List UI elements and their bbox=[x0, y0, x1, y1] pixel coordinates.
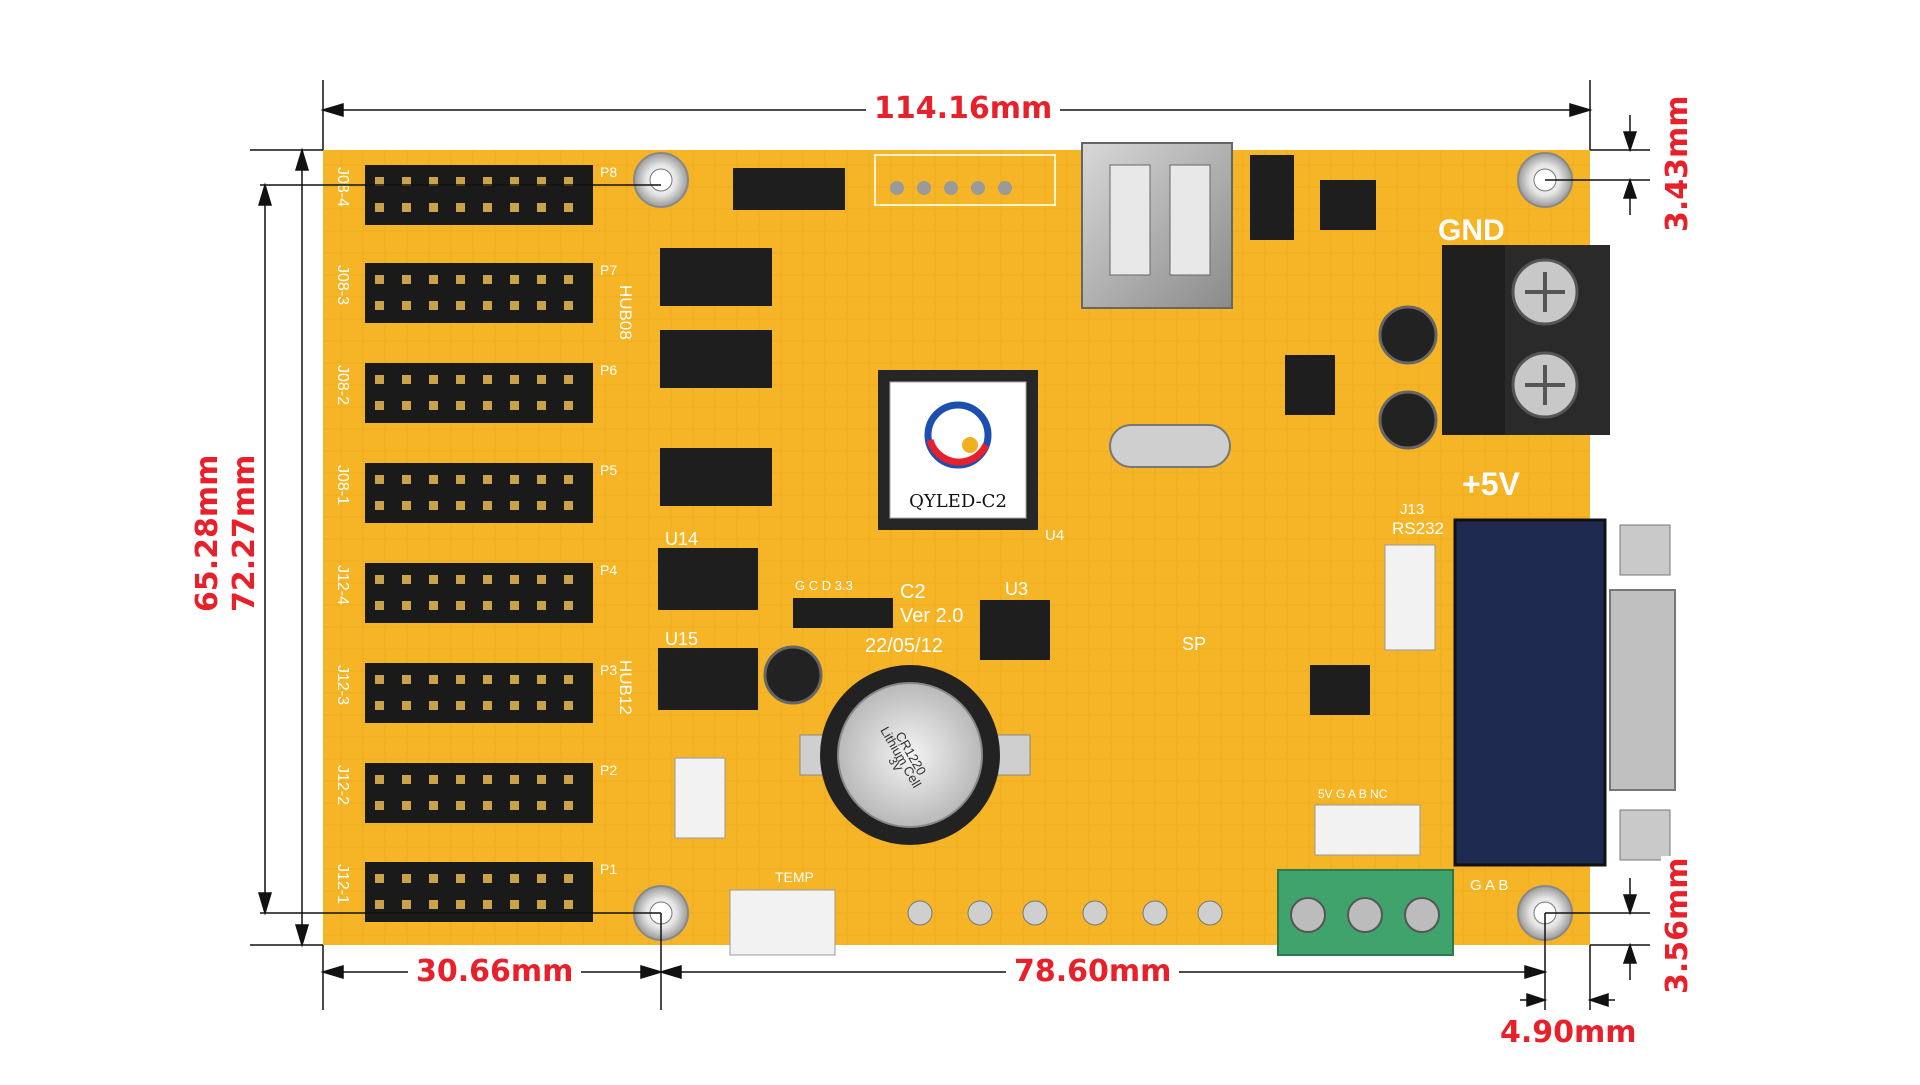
side-label: J08-2 bbox=[334, 365, 351, 405]
battery-holder bbox=[799, 665, 1031, 845]
label-gab: G A B bbox=[1470, 877, 1508, 894]
crystal bbox=[1109, 424, 1231, 468]
pin-header-p4 bbox=[365, 563, 593, 623]
dim-hole-spacing-height: 65.28mm bbox=[190, 455, 225, 620]
rs232-connector bbox=[1384, 544, 1436, 651]
header-labels: P8J08-4P7J08-3P6J08-2P5J08-1P4J12-4P3J12… bbox=[334, 164, 617, 904]
jumper-pads bbox=[907, 900, 1223, 926]
header-label: P5 bbox=[600, 462, 617, 478]
pin-header-p8 bbox=[365, 165, 593, 225]
header-label: P2 bbox=[600, 762, 617, 778]
pin-header-p1 bbox=[365, 862, 593, 922]
pin-header-p2 bbox=[365, 763, 593, 823]
side-label: J12-4 bbox=[334, 565, 351, 605]
green-terminal bbox=[1277, 869, 1454, 956]
header-label: P6 bbox=[600, 362, 617, 378]
label-version-c2: C2 bbox=[900, 581, 926, 603]
header-label: P1 bbox=[600, 861, 617, 877]
pin-header-p6 bbox=[365, 363, 593, 423]
label-hub08: HUB08 bbox=[616, 285, 635, 340]
side-label: J08-3 bbox=[334, 265, 351, 305]
side-label: J12-3 bbox=[334, 665, 351, 705]
header-j12 bbox=[674, 757, 726, 839]
dim-right-hole-offset: 4.90mm bbox=[1492, 1016, 1645, 1050]
label-u15: U15 bbox=[665, 629, 698, 649]
label-gnd: GND bbox=[1438, 214, 1505, 247]
top-header-j5 bbox=[874, 154, 1056, 206]
connector-5v-gab bbox=[1314, 804, 1421, 856]
label-version-ver: Ver 2.0 bbox=[900, 605, 963, 627]
dim-left-hole-spacing: 30.66mm bbox=[408, 955, 582, 989]
dim-hole-spacing-width: 78.60mm bbox=[1006, 955, 1180, 989]
label-u14: U14 bbox=[665, 529, 698, 549]
dim-total-width: 114.16mm bbox=[866, 92, 1061, 126]
label-u4: U4 bbox=[1045, 527, 1064, 544]
connector-temp bbox=[729, 889, 836, 956]
power-terminal bbox=[1442, 245, 1610, 435]
pin-header-p7 bbox=[365, 263, 593, 323]
side-label: J12-1 bbox=[334, 864, 351, 904]
label-u3: U3 bbox=[1005, 579, 1028, 599]
header-label: P4 bbox=[600, 562, 617, 578]
dim-bottom-hole-offset: 3.56mm bbox=[1660, 856, 1695, 1002]
header-label: P3 bbox=[600, 662, 617, 678]
pin-header-p3 bbox=[365, 663, 593, 723]
header-j3 bbox=[793, 598, 893, 628]
ic-row bbox=[658, 155, 1376, 715]
main-mcu-chip bbox=[878, 370, 1038, 530]
label-sp: SP bbox=[1182, 634, 1206, 654]
label-rs232: RS232 bbox=[1392, 519, 1444, 538]
dim-total-height: 72.27mm bbox=[227, 455, 262, 620]
label-5v: +5V bbox=[1462, 466, 1520, 502]
mounting-hole-top-left bbox=[633, 152, 689, 208]
label-version-date: 22/05/12 bbox=[865, 635, 943, 657]
label-gcd33: G C D 3.3 bbox=[795, 578, 853, 593]
label-5v-gab-nc: 5V G A B NC bbox=[1318, 787, 1388, 801]
db9-connector bbox=[1453, 518, 1676, 867]
capacitors bbox=[763, 305, 1438, 705]
chip-label: QYLED-C2 bbox=[909, 491, 1007, 512]
label-j13: J13 bbox=[1400, 501, 1424, 518]
dim-top-hole-offset: 3.43mm bbox=[1660, 94, 1695, 240]
pin-header-p5 bbox=[365, 463, 593, 523]
label-temp: TEMP bbox=[775, 869, 814, 885]
battery-text-3: 3V bbox=[885, 755, 904, 775]
label-hub12: HUB12 bbox=[616, 660, 635, 715]
side-label: J08-4 bbox=[334, 167, 351, 207]
side-label: J08-1 bbox=[334, 465, 351, 505]
pin-headers bbox=[365, 165, 593, 922]
usb-port bbox=[1081, 142, 1233, 309]
side-label: J12-2 bbox=[334, 765, 351, 805]
header-label: P7 bbox=[600, 262, 617, 278]
header-label: P8 bbox=[600, 164, 617, 180]
